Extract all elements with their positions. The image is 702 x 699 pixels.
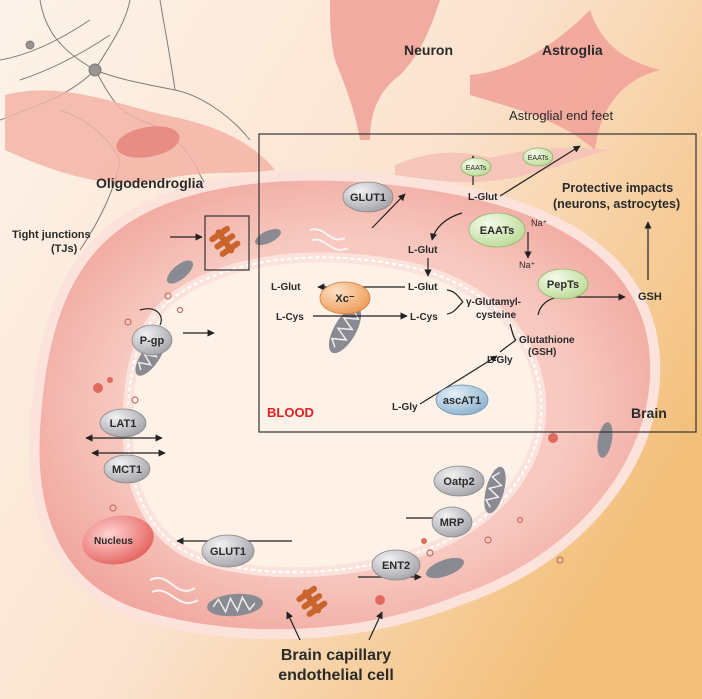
svg-text:EAATs: EAATs <box>528 155 549 162</box>
lgly-right: L-Gly <box>487 355 513 366</box>
astroglia-cell <box>470 10 660 150</box>
nucleus <box>82 515 154 565</box>
endothelial-cell-label: endothelial cell <box>278 667 394 684</box>
eaats-small-transporter: EAATs <box>522 147 554 167</box>
svg-text:Oatp2: Oatp2 <box>443 476 474 488</box>
brain-blood-box <box>258 133 697 433</box>
brain-label: Brain <box>631 405 667 421</box>
astroglial-end-feet <box>395 147 610 183</box>
svg-text:MCT1: MCT1 <box>112 464 142 476</box>
gamma-glutamyl: γ-Glutamyl- <box>466 297 521 308</box>
neuron-label: Neuron <box>404 42 453 58</box>
oligodendroglia-label: Oligodendroglia <box>96 175 204 191</box>
glutathione: (GSH) <box>528 347 556 358</box>
svg-text:GLUT1: GLUT1 <box>350 192 386 204</box>
glutathione: Glutathione <box>519 335 575 346</box>
na-plus: Na⁺ <box>519 260 536 270</box>
tight-junction-icon <box>204 215 250 271</box>
mct1-transporter: MCT1 <box>103 454 151 484</box>
mitochondrion-icon <box>597 422 613 458</box>
metabolite-labels: L-Glut Na⁺ Na⁺ L-Glut L-Glut L-Glut L-Cy… <box>271 192 662 413</box>
lglut-mid: L-Glut <box>408 245 438 256</box>
endothelial-ring <box>29 170 661 640</box>
svg-text:PepTs: PepTs <box>547 279 579 291</box>
neuron-cell <box>330 0 440 140</box>
mitochondrion-icon <box>166 260 194 284</box>
mitochondrion-icon <box>484 466 506 514</box>
svg-text:P-gp: P-gp <box>140 335 165 347</box>
astroglia-label: Astroglia <box>542 42 603 58</box>
lglut-right: L-Glut <box>408 282 438 293</box>
er-icon <box>149 577 199 604</box>
svg-text:LAT1: LAT1 <box>110 418 137 430</box>
tight-junction-icon <box>296 585 328 617</box>
pepts-transporter: PepTs <box>537 268 589 300</box>
nucleus-label: Nucleus <box>94 536 133 547</box>
endothelial-cell-label: Brain capillary <box>281 647 391 664</box>
ent2-transporter: ENT2 <box>371 549 421 581</box>
ascat1-transporter: ascAT1 <box>435 384 489 416</box>
lcys-right: L-Cys <box>410 312 438 323</box>
glut1-bottom-transporter: GLUT1 <box>201 534 255 568</box>
lglut-left: L-Glut <box>271 282 301 293</box>
glut1-top-transporter: GLUT1 <box>342 181 394 213</box>
svg-text:EAATs: EAATs <box>466 165 487 172</box>
main-labels: Neuron Astroglia Astroglial end feet Oli… <box>12 42 680 684</box>
tight-junctions-label: (TJs) <box>51 243 78 255</box>
mitochondrion-icon <box>207 593 263 617</box>
blood-label: BLOOD <box>267 405 314 420</box>
astroglial-end-feet-label: Astroglial end feet <box>509 108 613 123</box>
lcys-left: L-Cys <box>276 312 304 323</box>
mitochondrion-icon <box>328 306 362 354</box>
lat1-transporter: LAT1 <box>99 408 147 438</box>
svg-text:GLUT1: GLUT1 <box>210 546 246 558</box>
lglut-top: L-Glut <box>468 192 498 203</box>
svg-text:ascAT1: ascAT1 <box>443 395 481 407</box>
gsh: GSH <box>638 291 662 303</box>
er-icon <box>309 228 349 251</box>
gamma-glutamyl: cysteine <box>476 310 516 321</box>
protective-impacts-label: Protective impacts <box>562 181 673 195</box>
organelles <box>93 228 613 617</box>
svg-text:EAATs: EAATs <box>480 225 514 237</box>
svg-text:Xc⁻: Xc⁻ <box>335 293 354 305</box>
oatp2-transporter: Oatp2 <box>433 465 485 497</box>
mitochondrion-icon <box>426 557 464 579</box>
lgly-left: L-Gly <box>392 402 418 413</box>
eaats-small-transporter: EAATs <box>460 157 492 177</box>
svg-text:ENT2: ENT2 <box>382 560 410 572</box>
protective-impacts-label: (neurons, astrocytes) <box>553 197 680 211</box>
svg-text:MRP: MRP <box>440 517 464 529</box>
mitochondrion-icon <box>255 228 281 246</box>
na-plus: Na⁺ <box>531 218 548 228</box>
pgp-transporter: P-gp <box>131 324 173 356</box>
xc-transporter: Xc⁻ <box>319 281 371 315</box>
mrp-transporter: MRP <box>431 506 473 538</box>
tight-junctions-label: Tight junctions <box>12 229 91 241</box>
eaats-main-transporter: EAATs <box>468 212 526 248</box>
oligodendroglia-cell <box>5 90 275 184</box>
